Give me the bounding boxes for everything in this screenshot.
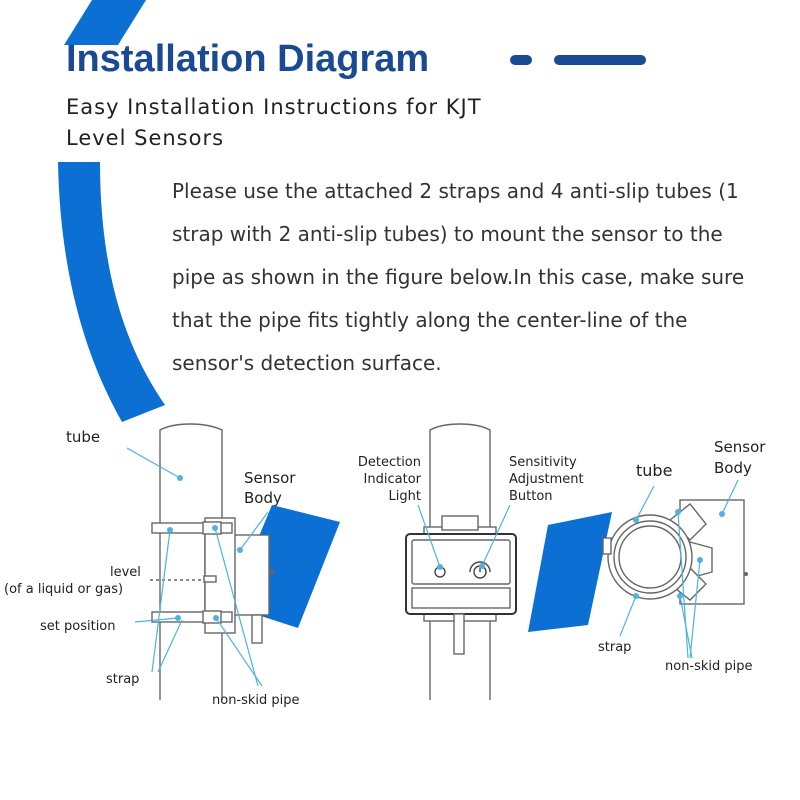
callout-dot-nonskid-top (212, 525, 218, 531)
label-top-non-skid-pipe: non-skid pipe (665, 659, 753, 674)
side-view-level-marker (203, 575, 217, 583)
callout-line-sensor-body (239, 511, 269, 551)
blue-arc-upper (58, 162, 165, 422)
top-accent-parallelogram (64, 0, 146, 45)
label-side-strap: strap (106, 672, 139, 687)
label-front-sensitivity-line3: Button (509, 489, 553, 504)
label-top-sensor-body-line2: Body (714, 459, 752, 477)
callout-line-top-sensor-body (721, 479, 739, 515)
label-front-detection-line1: Detection (358, 455, 421, 470)
top-view-tube-inner (618, 525, 682, 589)
side-view-strap-bottom (151, 611, 233, 623)
callout-line-nonskid-b (215, 617, 263, 687)
page-subtitle: Easy Installation Instructions for KJT L… (66, 92, 626, 154)
callout-line-detection (417, 504, 441, 568)
label-side-level-line2: (of a liquid or gas) (4, 582, 123, 597)
callout-line-nonskid-a (214, 527, 259, 687)
blue-arc-lower-right (528, 512, 612, 632)
label-side-sensor-body-line2: Body (244, 489, 282, 507)
side-view-callout-lines (126, 447, 269, 687)
callout-dot-top-strap (633, 593, 639, 599)
top-view-figure (602, 499, 748, 605)
callout-dot-sensitivity (479, 563, 485, 569)
callout-dot-set-position (175, 615, 181, 621)
top-view-strap-buckle (602, 537, 612, 555)
label-side-non-skid-pipe: non-skid pipe (212, 693, 300, 708)
label-front-detection-line3: Light (389, 489, 421, 504)
callout-dot-top-nonskid-b (697, 557, 703, 563)
callout-dot-nonskid-bottom (213, 615, 219, 621)
callout-dot-top-nonskid-a (675, 509, 681, 515)
callout-line-top-tube (635, 485, 655, 521)
title-dash-long (554, 55, 646, 65)
callout-dot-top-tube (633, 517, 639, 523)
label-side-set-position: set position (40, 619, 116, 634)
label-side-level-line1: level (110, 565, 141, 580)
front-view-callout-lines (417, 504, 511, 568)
side-view-figure (150, 423, 275, 700)
front-view-figure (405, 423, 517, 700)
front-view-callout-dots (437, 563, 485, 570)
side-view-screw (269, 569, 275, 575)
callout-line-top-nonskid-a (677, 511, 689, 659)
front-view-detection-surface (411, 587, 511, 609)
subtitle-line-1: Easy Installation Instructions for KJT (66, 95, 482, 119)
side-view-cable (251, 614, 263, 644)
side-view-callout-dots (167, 475, 243, 621)
front-view-bracket-top (441, 515, 479, 531)
label-front-sensitivity-line1: Sensitivity (509, 455, 577, 470)
subtitle-line-2: Level Sensors (66, 126, 225, 150)
label-front-sensitivity-line2: Adjustment (509, 472, 584, 487)
callout-dot-top-nonskid-c (677, 593, 683, 599)
top-view-screw (744, 572, 748, 576)
top-view-callout-lines (619, 479, 739, 659)
callout-line-top-nonskid-b (689, 559, 701, 659)
callout-dot-tube (177, 475, 183, 481)
top-view-callout-dots (633, 509, 725, 599)
title-dash-short (510, 55, 532, 65)
callout-dot-detection (437, 564, 443, 570)
label-side-tube: tube (66, 428, 100, 446)
callout-line-tube (126, 447, 181, 479)
callout-dot-strap (167, 527, 173, 533)
callout-dot-sensor-body (237, 547, 243, 553)
label-top-sensor-body-line1: Sensor (714, 438, 766, 456)
callout-line-top-strap (619, 595, 637, 637)
callout-line-top-nonskid-c (679, 595, 693, 659)
page-title: Installation Diagram (66, 38, 430, 80)
side-view-strap-top (151, 522, 233, 534)
callout-line-set-position (134, 617, 179, 623)
callout-line-sensitivity (481, 504, 511, 567)
label-top-tube: tube (636, 461, 672, 480)
callout-dot-top-sensor-body (719, 511, 725, 517)
front-view-sensor-inner (411, 539, 511, 585)
instructions-paragraph: Please use the attached 2 straps and 4 a… (172, 179, 745, 375)
label-top-strap: strap (598, 640, 631, 655)
label-side-sensor-body-line1: Sensor (244, 469, 296, 487)
callout-line-strap-a (151, 529, 171, 673)
callout-line-strap-b (157, 619, 183, 673)
front-view-cable (453, 613, 465, 655)
label-front-detection-line2: Indicator (364, 472, 422, 487)
